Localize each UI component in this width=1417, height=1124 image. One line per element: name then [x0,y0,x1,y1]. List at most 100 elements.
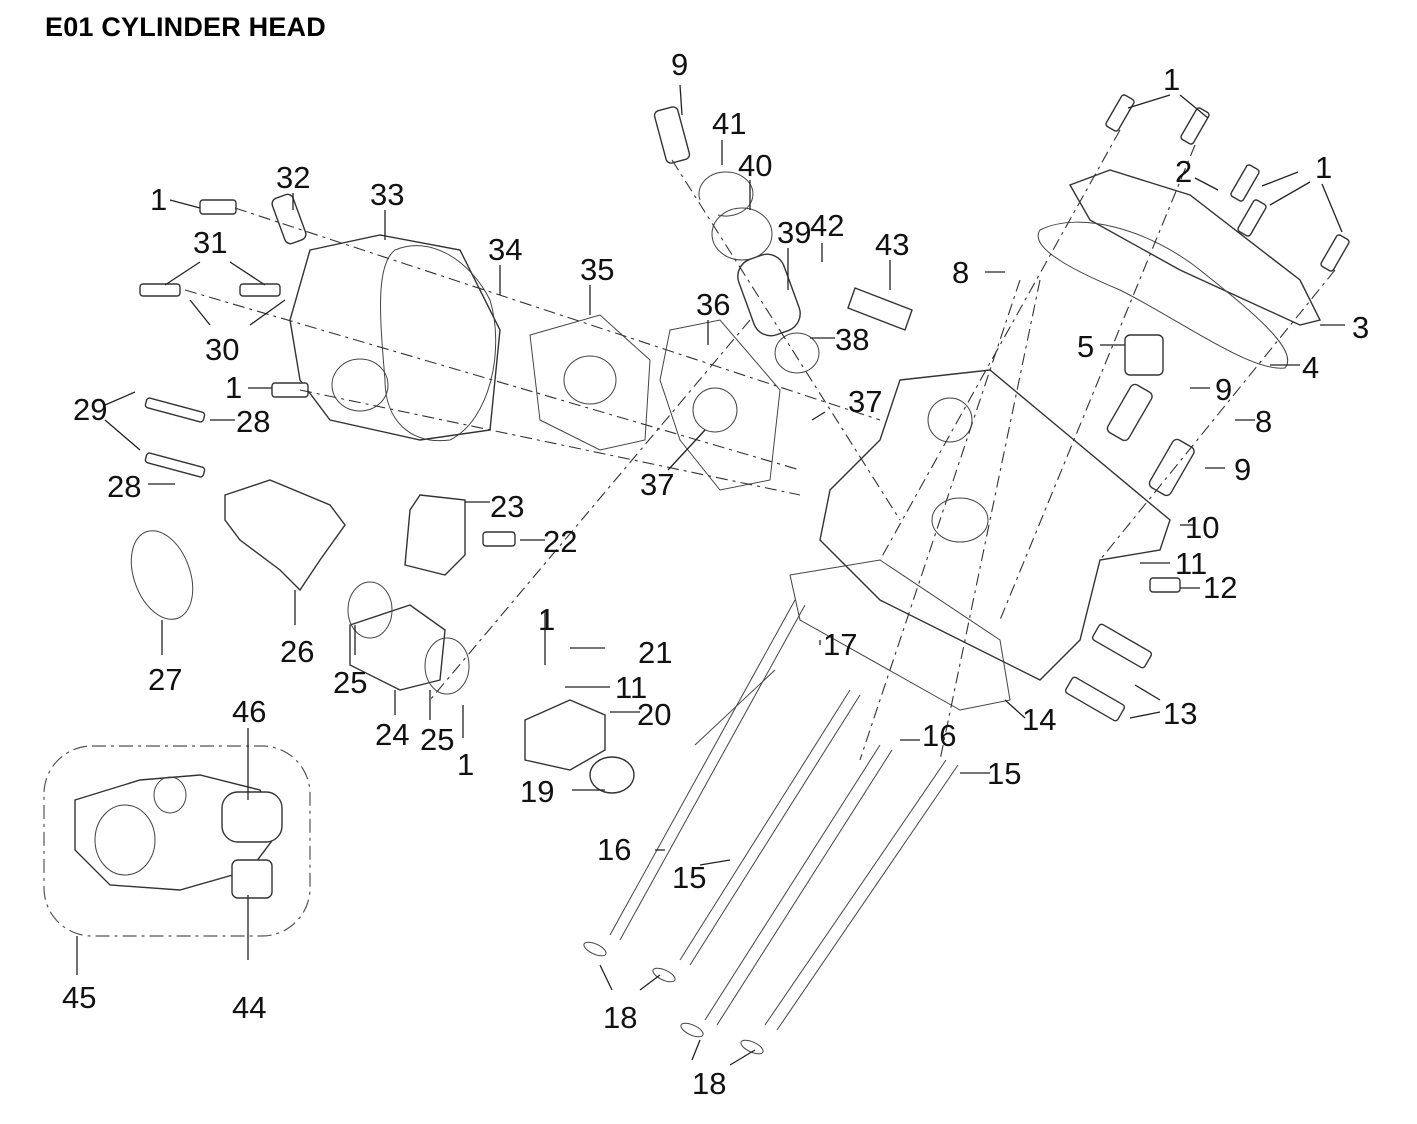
callout-32: 32 [276,160,310,195]
callout-4: 4 [1302,350,1319,385]
valve-cover-gasket-shape [380,245,497,442]
callout-9: 9 [1234,452,1251,487]
circlip-41-shape [698,171,754,217]
spark-plug-right-2 [1148,438,1195,497]
page-title: E01 CYLINDER HEAD [45,12,326,42]
callout-29: 29 [73,392,107,427]
callout-9: 9 [671,47,688,82]
bolt-1-mid-b [1237,199,1267,237]
callout-18: 18 [692,1066,726,1101]
bolt-12 [1149,577,1181,593]
cover-gasket-shape [1037,221,1289,369]
group-box-45 [43,745,311,937]
stud-16-left [609,599,796,936]
callout-11: 11 [615,670,647,705]
centerline-7 [1099,269,1336,561]
callout-1: 1 [225,370,242,405]
callout-44: 44 [232,990,266,1025]
intake-port-shape [931,497,989,543]
centerline-9 [859,279,1021,761]
callout-26: 26 [280,634,314,669]
callout-16: 16 [922,718,956,753]
bolt-31b [239,283,281,297]
callout-46: 46 [232,694,266,729]
callout-33: 33 [370,177,404,212]
callout-43: 43 [875,227,909,262]
throttle-body-group [43,745,311,937]
dowel-pin-13b [1064,676,1126,722]
callout-1: 1 [1163,62,1180,97]
callout-16: 16 [597,832,631,867]
callout-24: 24 [375,717,409,752]
callouts-layer: 1 1 1 1 1 1 2 3 4 5 8 8 9 9 9 10 11 11 1… [62,47,1369,1101]
bracket-shape [847,287,913,331]
bolt-1-mid-a [1230,164,1260,202]
callout-3: 3 [1352,310,1369,345]
callout-28: 28 [236,404,270,439]
sensor-5-shape [1124,334,1164,376]
callout-10: 10 [1185,510,1219,545]
callout-13: 13 [1163,696,1197,731]
bolt-1-top-b [1180,107,1210,145]
hose-clamp-shape [130,530,194,620]
plate-gasket-shape [529,314,651,451]
callout-27: 27 [148,662,182,697]
centerline-6 [999,144,1196,621]
bolt-17 [694,669,776,746]
callout-15: 15 [987,756,1021,791]
centerline-3 [299,389,801,496]
thermostat-housing-shape [524,699,606,771]
plate-hole [692,387,738,433]
o-ring-25b-shape [424,637,470,695]
thermostat-shape [589,756,635,794]
sensor-23-shape [404,494,466,576]
callout-8: 8 [952,255,969,290]
o-ring-38-shape [774,332,820,374]
washer-18d [740,1039,764,1055]
callout-35: 35 [580,252,614,287]
spark-plug-right-1 [1106,383,1153,442]
callout-37: 37 [848,384,882,419]
parts-layer [130,94,1350,1055]
o-ring-25a-shape [347,581,393,639]
cylinder-head-cover-shape [1068,169,1322,326]
bolt-1-left-b [271,382,309,398]
callout-25: 25 [333,665,367,700]
callout-39: 39 [777,215,811,250]
sensor-44-shape [231,859,273,899]
stud-15-left [679,689,851,961]
callout-15: 15 [672,860,706,895]
callout-23: 23 [490,489,524,524]
callout-28: 28 [107,469,141,504]
callout-36: 36 [696,287,730,322]
centerline-5 [879,129,1121,561]
valve-cover-shape [289,234,501,441]
callout-2: 2 [1175,154,1192,189]
o-ring-40-shape [711,207,773,261]
callout-1: 1 [457,747,474,782]
spark-plug-top-shape [653,106,691,164]
cylinder-head-shape [819,369,1171,681]
callout-1: 1 [538,602,555,637]
plate-shape [659,319,781,491]
callout-30: 30 [205,332,239,367]
callout-41: 41 [712,106,746,141]
callout-18: 18 [603,1000,637,1035]
cam-bore-shape [927,397,973,443]
callout-21: 21 [638,635,672,670]
callout-19: 19 [520,774,554,809]
throttle-bore [94,804,156,876]
callout-22: 22 [543,524,577,559]
stud-15-right [764,759,947,1026]
callout-1: 1 [150,182,167,217]
callout-31: 31 [193,225,227,260]
throttle-port [153,776,187,814]
bolt-1-top-a [1105,94,1135,132]
callout-17: 17 [823,627,857,662]
bolt-31a [139,283,181,297]
dowel-pin-13a [1091,623,1153,669]
spacer-shape [349,604,446,691]
plate-gasket-hole [563,355,617,405]
washer-18c [680,1022,704,1038]
bolt-1-left-a [199,199,237,215]
